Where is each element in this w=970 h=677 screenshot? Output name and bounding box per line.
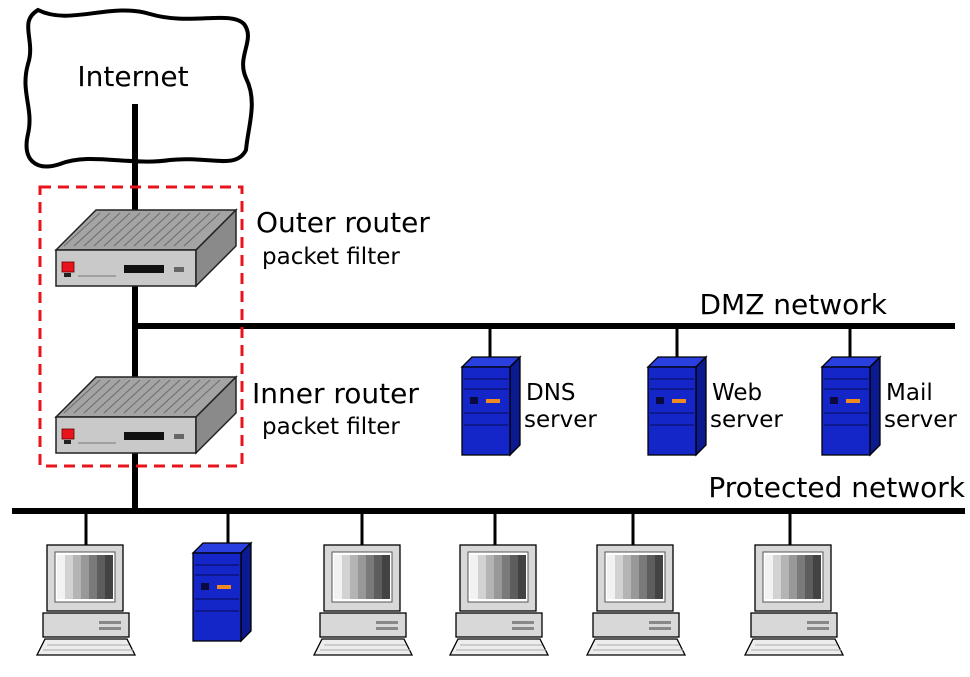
mail-server-label-line1: Mail [886,380,933,406]
internet-label: Internet [77,60,188,93]
protected-host-1 [36,511,136,656]
workstation-icon [36,544,136,656]
workstation-icon [586,544,686,656]
inner-router-subtitle: packet filter [262,414,400,440]
outer-router-title: Outer router [256,206,430,239]
workstation-icon [744,544,844,656]
protected-host-2 [192,511,252,642]
web-server-label-line1: Web [712,380,762,406]
dmz-server-dns: DNS server [461,326,597,456]
protected-host-5 [586,511,686,656]
web-server-icon [647,356,707,456]
dns-server-label-line1: DNS [526,380,576,406]
dmz-server-web: Web server [647,326,783,456]
firewall-boundary [38,185,244,468]
web-server-label-line2: server [710,407,783,433]
protected-network-label: Protected network [708,471,965,504]
dmz-network-label: DMZ network [699,288,887,321]
internal-server-icon [192,542,252,642]
dns-server-icon [461,356,521,456]
outer-router-icon [55,209,237,287]
dns-server-label-line2: server [524,407,597,433]
workstation-icon [449,544,549,656]
dmz-server-mail: Mail server [821,326,957,456]
internet-cloud [23,7,254,169]
protected-host-3 [313,511,413,656]
protected-host-6 [744,511,844,656]
workstation-icon [313,544,413,656]
inner-router-title: Inner router [252,377,419,410]
outer-router-subtitle: packet filter [262,244,400,270]
inner-router-icon [55,376,237,454]
protected-host-4 [449,511,549,656]
mail-server-icon [821,356,881,456]
mail-server-label-line2: server [884,407,957,433]
